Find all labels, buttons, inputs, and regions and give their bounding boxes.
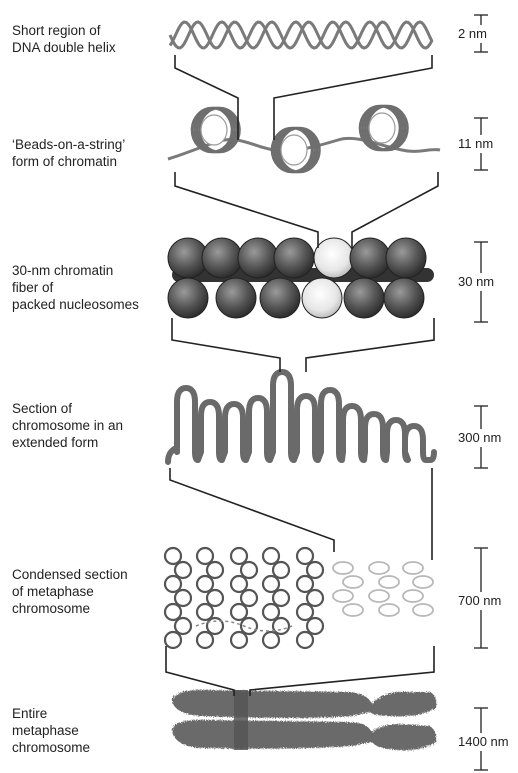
chromatin-coil: [207, 562, 223, 578]
scale-label-11nm: 11 nm: [458, 135, 493, 153]
chromatin-coil: [197, 548, 213, 564]
level-label-extended-section: Section of chromosome in an extended for…: [12, 400, 123, 451]
packed-nucleosome: [216, 278, 256, 318]
histone-core: [369, 113, 395, 143]
chromatin-coil: [379, 604, 399, 616]
chromatin-coil: [263, 604, 279, 620]
chromatin-coil: [241, 590, 257, 606]
chromatin-coil: [231, 576, 247, 592]
chromatin-coil: [307, 618, 323, 634]
chromatin-coil: [197, 576, 213, 592]
chromatin-coil: [165, 576, 181, 592]
chromatin-coil: [307, 562, 323, 578]
packed-nucleosome: [260, 278, 300, 318]
chromatin-coil: [307, 590, 323, 606]
chromatin-coil: [165, 604, 181, 620]
packed-nucleosome: [274, 238, 314, 278]
packed-nucleosome: [344, 278, 384, 318]
scale-label-700nm: 700 nm: [458, 592, 501, 610]
connector-line: [170, 468, 334, 552]
highlighted-nucleosome: [314, 238, 354, 278]
chromatin-coil: [369, 562, 389, 574]
level-label-30nm-fiber: 30-nm chromatin fiber of packed nucleoso…: [12, 262, 139, 313]
connector-line: [250, 646, 434, 696]
connector-line: [166, 646, 234, 696]
chromatin-coil: [207, 590, 223, 606]
histone-core: [201, 115, 227, 145]
chromatin-coil: [343, 576, 363, 588]
histone-core: [281, 135, 307, 165]
highlighted-segment: [234, 690, 248, 750]
chromatin-coil: [165, 548, 181, 564]
chromatin-coil: [297, 548, 313, 564]
packed-nucleosome: [238, 238, 278, 278]
packed-nucleosome: [384, 278, 424, 318]
chromatin-coil: [241, 562, 257, 578]
chromatin-coil: [231, 604, 247, 620]
level-label-condensed-section: Condensed section of metaphase chromosom…: [12, 566, 128, 617]
chromatin-coil: [333, 562, 353, 574]
chromatin-coil: [263, 576, 279, 592]
highlighted-nucleosome: [302, 278, 342, 318]
scale-label-300nm: 300 nm: [458, 429, 501, 447]
chromatid-bottom: [172, 720, 436, 750]
chromatin-coil: [197, 632, 213, 648]
chromatin-coil: [297, 604, 313, 620]
level-label-dna-helix: Short region of DNA double helix: [12, 22, 116, 56]
beads-on-a-string: [168, 106, 440, 172]
metaphase-chromosome: [172, 690, 436, 750]
chromatin-coil: [273, 590, 289, 606]
chromatin-coil: [273, 618, 289, 634]
extended-chromosome-loops: [168, 372, 434, 462]
chromatin-coil: [379, 576, 399, 588]
dna-double-helix: [170, 22, 432, 48]
chromatin-coil: [263, 632, 279, 648]
chromatin-coil: [403, 590, 423, 602]
scale-label-1400nm: 1400 nm: [458, 733, 509, 751]
nucleosome-bead: [192, 108, 240, 152]
chromatin-coil: [197, 604, 213, 620]
connector-line: [306, 318, 434, 372]
level-label-metaphase-chromosome: Entire metaphase chromosome: [12, 705, 90, 756]
packed-nucleosome: [168, 278, 208, 318]
chromatin-coil: [231, 632, 247, 648]
30nm-chromatin-fiber: [168, 238, 434, 318]
connector-line: [352, 172, 438, 248]
chromatin-coil: [343, 604, 363, 616]
chromatin-coil: [369, 590, 389, 602]
chromatin-coil: [413, 576, 433, 588]
chromatin-coil: [403, 562, 423, 574]
chromatin-coil: [165, 632, 181, 648]
chromatin-coil: [231, 548, 247, 564]
scale-bars: [474, 15, 488, 770]
chromatin-coil: [175, 618, 191, 634]
chromatin-coil: [297, 576, 313, 592]
chromatin-coil: [263, 548, 279, 564]
chromatin-coil: [297, 632, 313, 648]
packed-nucleosome: [202, 238, 242, 278]
scale-label-2nm: 2 nm: [458, 25, 487, 43]
scale-label-30nm: 30 nm: [458, 273, 494, 291]
connector-line: [172, 318, 280, 372]
level-label-beads-on-string: ‘Beads-on-a-string’ form of chromatin: [12, 136, 125, 170]
nucleosome-bead: [360, 106, 408, 150]
chromatin-coil: [413, 604, 433, 616]
chromatid-top: [172, 690, 436, 718]
packed-nucleosome: [350, 238, 390, 278]
coil-scaffold: [196, 621, 292, 631]
chromatin-coil: [273, 562, 289, 578]
chromatin-coil: [175, 590, 191, 606]
nucleosome-bead: [272, 128, 320, 172]
chromatin-coil: [175, 562, 191, 578]
connector-line: [175, 172, 318, 248]
condensed-metaphase-section: [165, 548, 433, 648]
packed-nucleosome: [386, 238, 426, 278]
chromatin-coil: [333, 590, 353, 602]
